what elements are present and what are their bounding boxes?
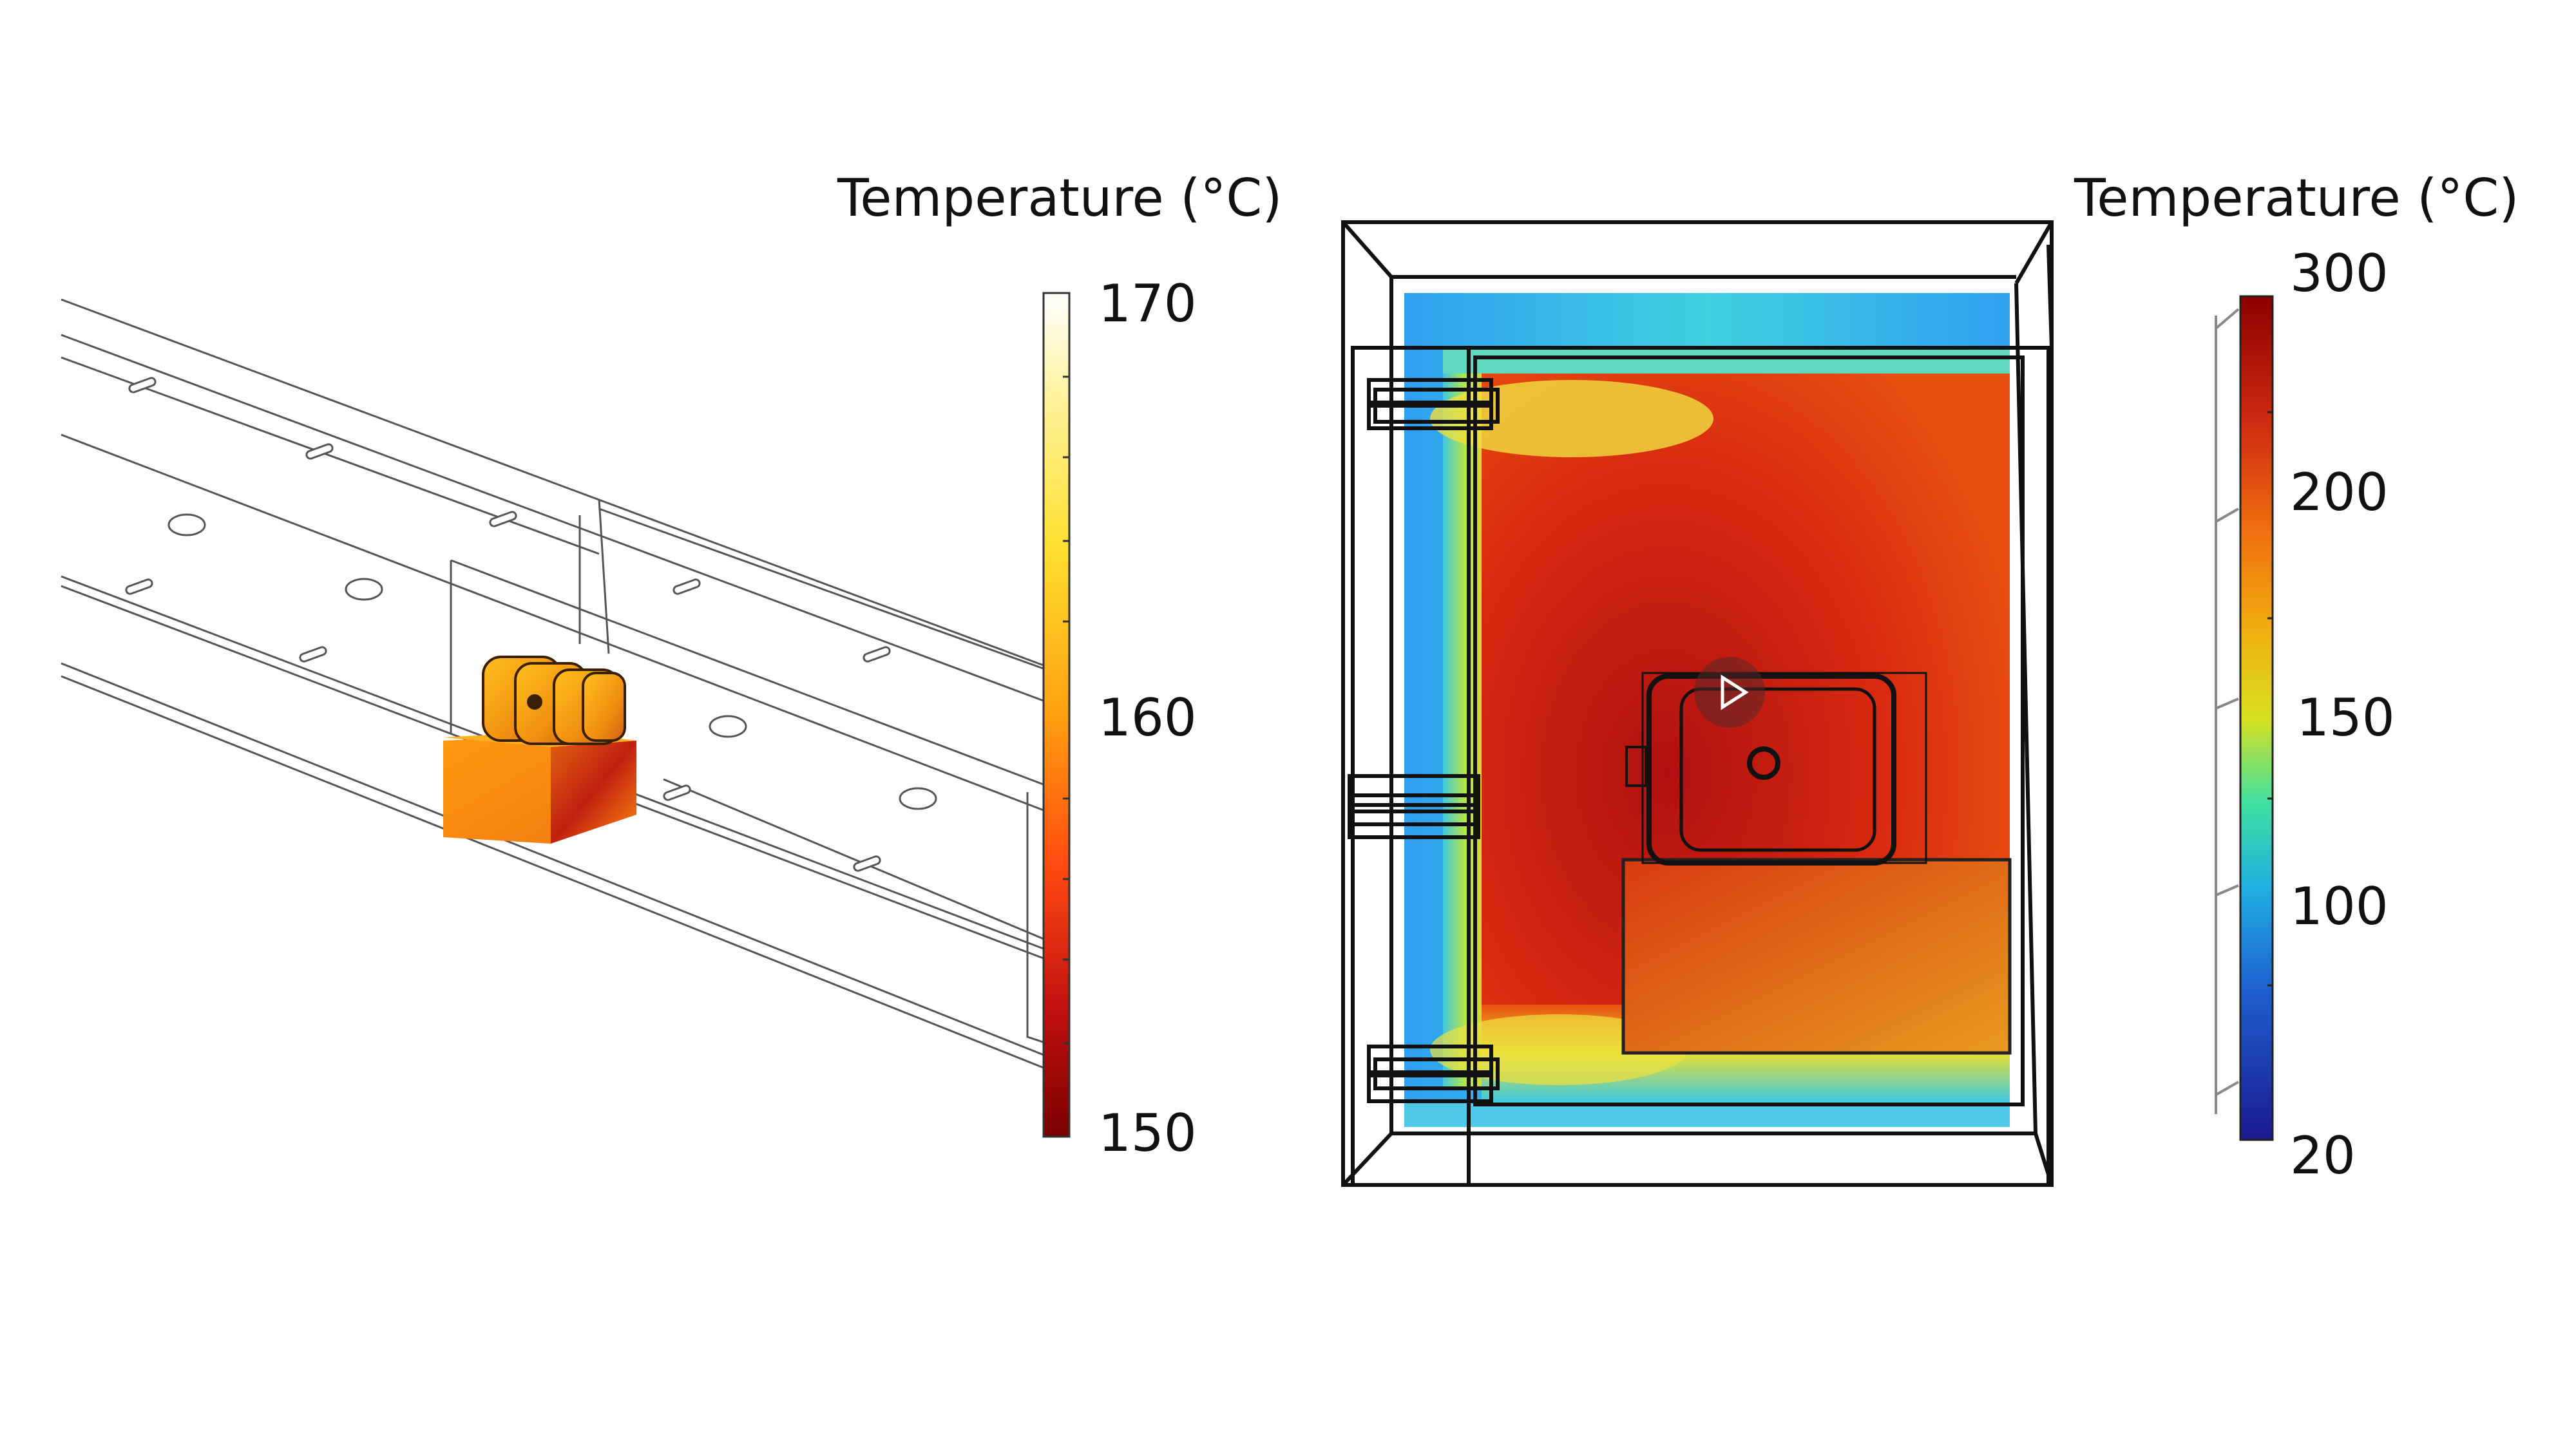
side-clamps [1348,378,1500,1103]
heated-block [443,731,636,844]
right-tick-label: 200 [2290,462,2389,522]
right-tick-label: 150 [2296,688,2395,748]
left-tick-label: 170 [1098,274,1197,334]
right-tick-label: 300 [2290,243,2389,303]
cross-section-wireframe [1341,220,2054,1187]
right-scale-ticks [2267,411,2273,987]
heated-coils [482,656,626,745]
cross-section-field [1404,293,2012,1127]
right-tick-label: 20 [2290,1126,2356,1186]
left-color-scale [1042,292,1071,1138]
housing-pins [125,377,937,872]
left-tick-label: 150 [1098,1103,1197,1163]
right-legend-title: Temperature (°C) [2074,168,2519,228]
left-legend-title: Temperature (°C) [837,168,1283,228]
left-scale-ticks [1063,375,1069,1045]
video-play-button[interactable] [1694,657,1765,728]
play-icon [1721,674,1749,710]
right-scale-frame [2215,308,2240,1114]
cross-section-component [1625,672,1927,866]
left-tick-label: 160 [1098,688,1197,748]
right-color-scale [2239,295,2274,1141]
right-tick-label: 100 [2290,876,2389,936]
